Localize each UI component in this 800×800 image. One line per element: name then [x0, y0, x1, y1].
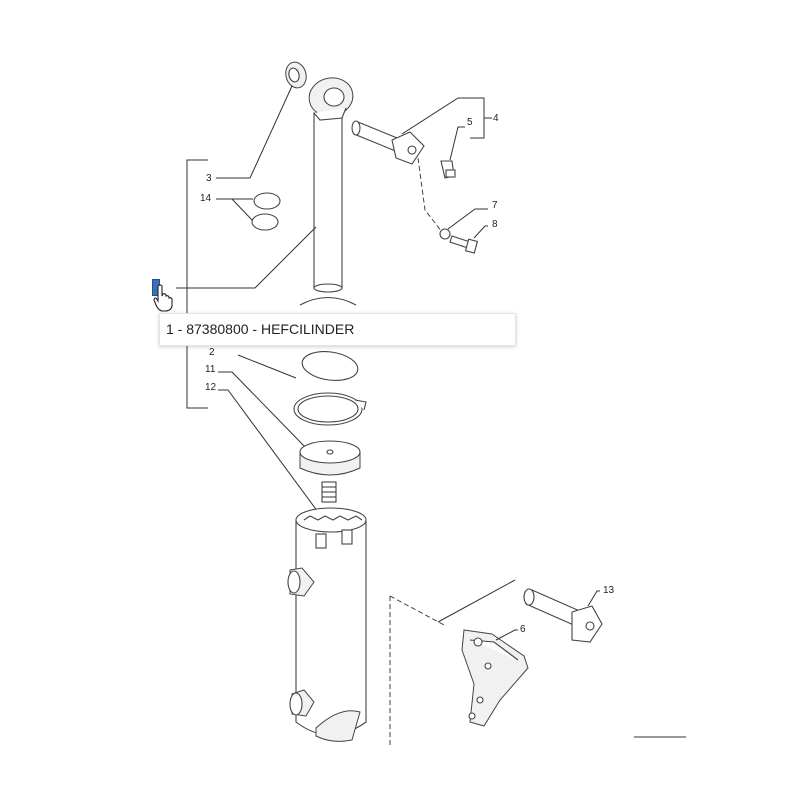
callout-3[interactable]: 3	[206, 173, 212, 184]
piston-head[interactable]	[299, 296, 357, 306]
callout-5[interactable]: 5	[467, 117, 473, 128]
seal-disc[interactable]	[299, 440, 361, 476]
callout-7[interactable]: 7	[492, 200, 498, 211]
callout-11[interactable]: 11	[205, 364, 216, 375]
callout-8[interactable]: 8	[492, 219, 498, 230]
callout-2[interactable]: 2	[209, 347, 215, 358]
part-5-grease-nipple[interactable]	[440, 160, 456, 179]
callout-6[interactable]: 6	[520, 624, 526, 635]
cylinder-barrel[interactable]	[287, 507, 367, 742]
cylinder-fitting[interactable]	[321, 481, 337, 503]
hand-pointer-icon	[153, 284, 173, 312]
piston-rod[interactable]	[306, 74, 357, 293]
part-6-bracket[interactable]	[461, 629, 529, 727]
callout-4[interactable]: 4	[493, 113, 499, 124]
group-bracket	[186, 159, 208, 409]
callout-13[interactable]: 13	[603, 585, 615, 596]
part-11-retaining-ring[interactable]	[293, 392, 367, 426]
part-2-snap-ring[interactable]	[300, 348, 359, 384]
part-3-bushing[interactable]	[283, 60, 309, 90]
part-4-pin[interactable]	[351, 120, 425, 165]
part-tooltip: 1 - 87380800 - HEFCILINDER	[159, 313, 516, 346]
callout-14[interactable]: 14	[200, 193, 212, 204]
part-13-pin[interactable]	[523, 588, 603, 643]
part-7-washer[interactable]	[439, 228, 451, 240]
part-8-bolt[interactable]	[449, 235, 479, 254]
callout-12[interactable]: 12	[205, 382, 217, 393]
part-14-o-rings[interactable]	[251, 192, 281, 231]
